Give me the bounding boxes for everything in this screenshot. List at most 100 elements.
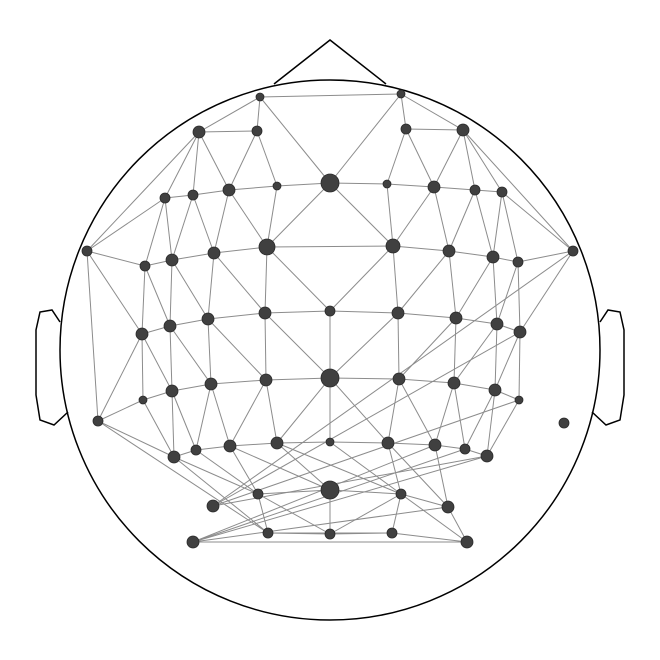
edge xyxy=(210,383,231,447)
sensor-node xyxy=(427,180,441,194)
edge xyxy=(519,250,574,333)
edge xyxy=(455,256,494,319)
edge xyxy=(192,131,200,196)
sensor-node xyxy=(459,443,471,455)
edge xyxy=(329,182,388,185)
edge xyxy=(276,442,402,495)
edge xyxy=(169,325,173,392)
edge xyxy=(266,185,278,248)
edge xyxy=(257,489,331,495)
edge xyxy=(400,93,464,131)
edge xyxy=(329,493,402,535)
sensor-node xyxy=(447,376,461,390)
edge xyxy=(329,441,389,444)
edge xyxy=(141,333,173,392)
edge xyxy=(492,256,498,325)
sensor-node xyxy=(512,256,524,268)
sensor-node xyxy=(325,437,335,447)
edge xyxy=(462,129,476,191)
edge xyxy=(265,377,331,381)
edge xyxy=(169,318,209,327)
sensor-node xyxy=(396,89,406,99)
edge xyxy=(171,390,197,451)
edge xyxy=(256,96,261,132)
edge xyxy=(448,189,476,252)
edge xyxy=(266,245,394,248)
edge xyxy=(97,333,143,422)
edge xyxy=(386,183,394,247)
edge xyxy=(391,532,468,543)
sensor-node xyxy=(490,317,504,331)
sensor-node xyxy=(92,415,104,427)
edge xyxy=(397,312,400,380)
sensor-node xyxy=(222,183,236,197)
sensor-node xyxy=(186,535,200,549)
head-circle xyxy=(59,79,601,621)
edge xyxy=(398,378,436,446)
edge xyxy=(171,383,212,392)
sensor-node xyxy=(255,92,265,102)
sensor-node xyxy=(567,245,579,257)
sensor-node xyxy=(201,312,215,326)
edge xyxy=(391,493,402,534)
edge xyxy=(210,379,267,385)
sensor-node xyxy=(513,325,527,339)
edge xyxy=(213,252,266,314)
edge xyxy=(433,186,476,191)
edge xyxy=(195,383,212,451)
edge xyxy=(494,323,498,391)
sensor-node xyxy=(139,260,151,272)
edge xyxy=(276,441,331,444)
edge xyxy=(400,493,449,508)
sensor-node xyxy=(159,192,171,204)
sensor-node xyxy=(428,438,442,452)
edge xyxy=(259,96,331,184)
edge xyxy=(97,399,144,422)
edge xyxy=(433,186,450,252)
nodes-layer xyxy=(81,89,579,549)
sensor-node xyxy=(324,305,336,317)
edge xyxy=(257,493,269,534)
edge xyxy=(517,261,521,333)
edge xyxy=(97,420,175,458)
edge xyxy=(329,441,402,495)
edge xyxy=(400,93,407,130)
edge xyxy=(434,382,455,446)
sensor-node xyxy=(386,527,398,539)
edge xyxy=(453,382,466,450)
sensor-node xyxy=(456,123,470,137)
edge xyxy=(259,93,402,98)
sensor-node xyxy=(272,181,282,191)
sensor-node xyxy=(385,238,401,254)
edge xyxy=(518,331,521,401)
sensor-node xyxy=(192,125,206,139)
edge xyxy=(192,194,215,254)
edge xyxy=(264,246,268,314)
edge xyxy=(501,191,574,252)
edge xyxy=(141,333,144,401)
edge xyxy=(329,182,394,247)
edge xyxy=(405,128,464,131)
edge xyxy=(264,310,331,314)
edge xyxy=(501,191,519,263)
edge xyxy=(86,197,166,252)
head-outline xyxy=(35,39,625,621)
sensor-node xyxy=(324,528,336,540)
edge xyxy=(173,456,269,534)
sensor-node xyxy=(460,535,474,549)
edge xyxy=(474,189,494,258)
edge xyxy=(192,444,436,543)
edge xyxy=(97,420,269,534)
edge xyxy=(329,312,399,379)
sensor-node xyxy=(262,527,274,539)
nose xyxy=(273,39,387,85)
edge xyxy=(329,489,402,495)
edge xyxy=(266,246,331,312)
edge xyxy=(141,265,146,335)
edge xyxy=(455,317,498,325)
edge xyxy=(198,131,230,191)
edge xyxy=(392,245,450,252)
edge xyxy=(329,310,399,314)
sensor-node xyxy=(469,184,481,196)
